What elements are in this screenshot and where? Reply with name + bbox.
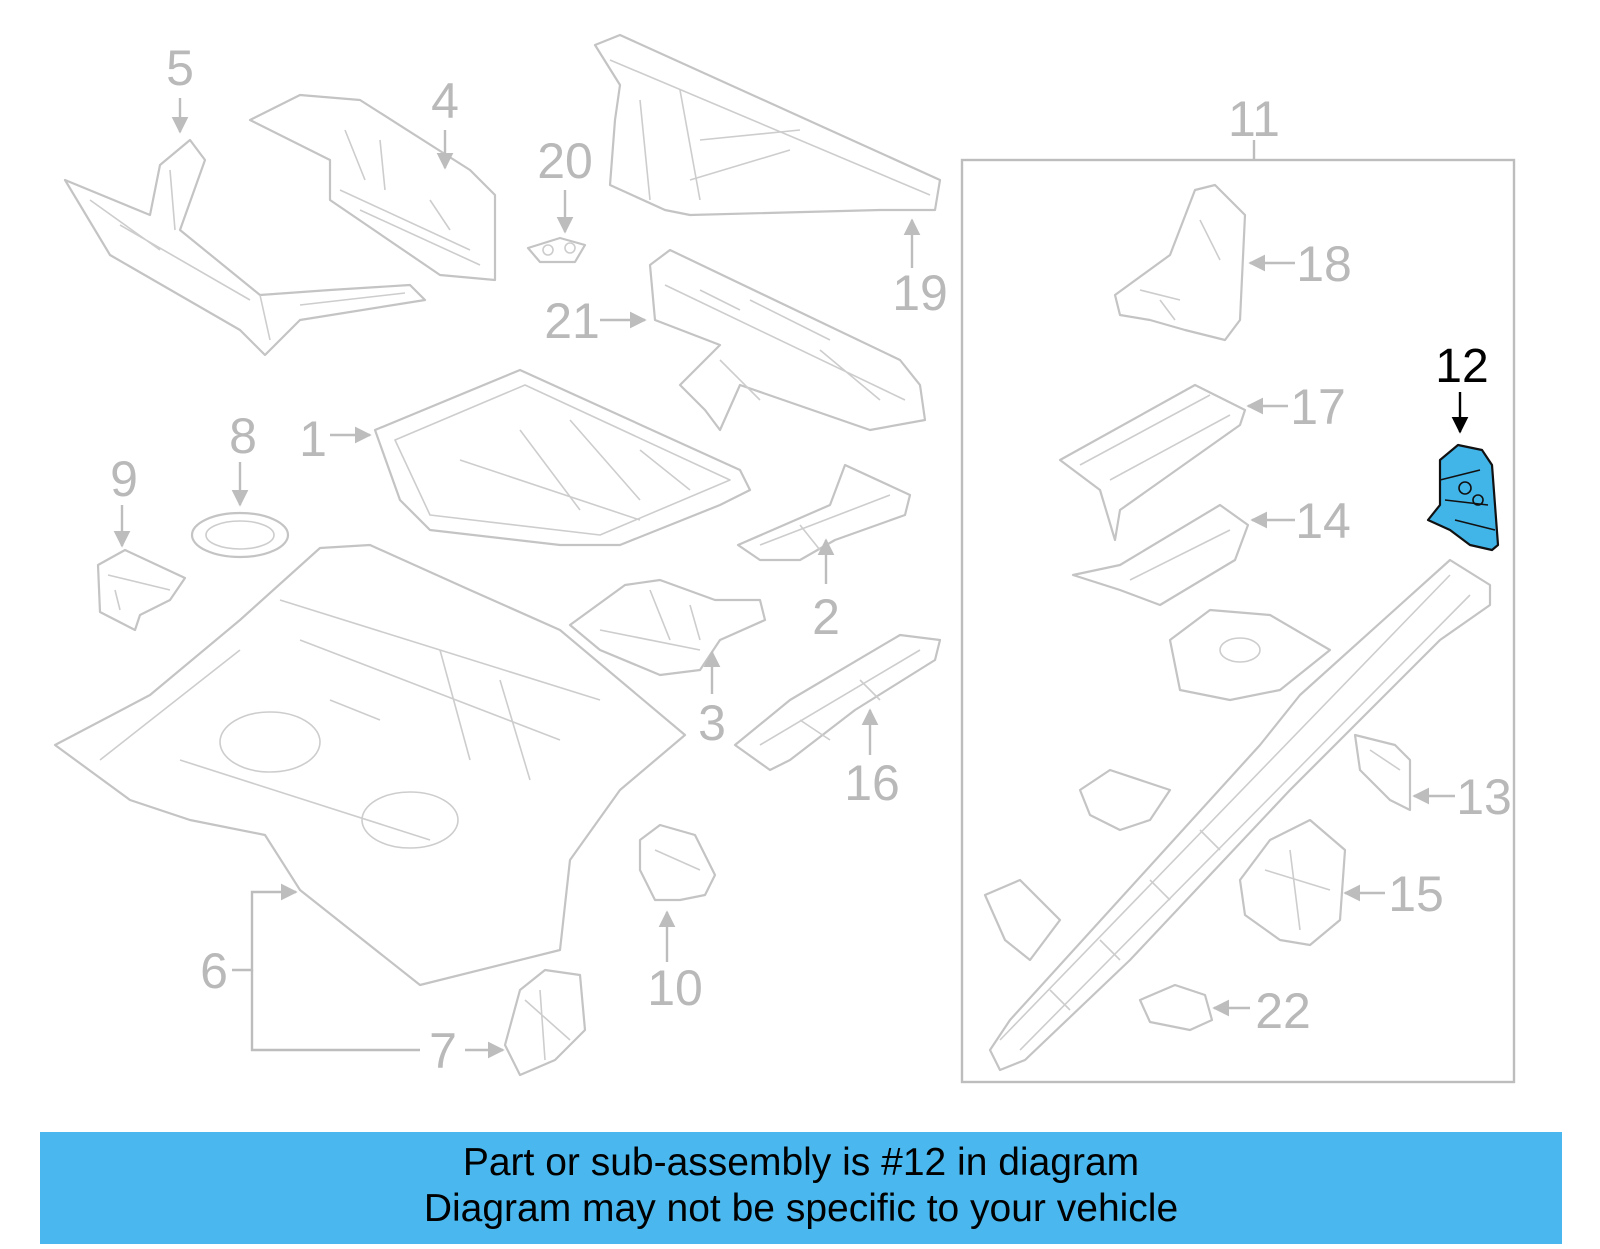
callout-2: 2 bbox=[812, 589, 840, 645]
part-13-bracket bbox=[1353, 733, 1412, 812]
callout-16: 16 bbox=[844, 755, 900, 811]
callout-8: 8 bbox=[229, 408, 257, 464]
callout-15: 15 bbox=[1388, 866, 1444, 922]
callout-20: 20 bbox=[537, 133, 593, 189]
part-12-highlighted-bracket bbox=[1426, 443, 1500, 552]
part-6-rear-floor-pan bbox=[53, 543, 687, 987]
callout-6: 6 bbox=[200, 943, 228, 999]
callout-9: 9 bbox=[110, 451, 138, 507]
callout-5: 5 bbox=[166, 40, 194, 96]
part-19-upper-rail bbox=[593, 33, 942, 217]
part-2-bracket bbox=[736, 463, 912, 562]
callout-1: 1 bbox=[299, 411, 327, 467]
callout-10: 10 bbox=[647, 960, 703, 1016]
part-3-reinforcement bbox=[568, 578, 767, 677]
callout-12-highlighted: 12 bbox=[1435, 340, 1488, 393]
part-20-plug bbox=[526, 236, 587, 264]
part-7-bracket bbox=[503, 968, 587, 1077]
part-5-rear-crossmember bbox=[63, 138, 427, 357]
part-1-spare-tire-pan bbox=[373, 368, 752, 547]
callout-7: 7 bbox=[429, 1023, 457, 1079]
part-10-bracket bbox=[638, 823, 717, 902]
leader-lines bbox=[113, 98, 1469, 1059]
callout-4: 4 bbox=[431, 73, 459, 129]
callout-numbers: 5 4 20 19 21 1 8 9 2 3 16 10 6 7 11 18 1… bbox=[110, 40, 1512, 1079]
callout-3: 3 bbox=[698, 695, 726, 751]
part-22-bracket bbox=[1138, 983, 1214, 1032]
banner-line-2: Diagram may not be specific to your vehi… bbox=[423, 1187, 1179, 1230]
part-9-bracket bbox=[96, 548, 187, 632]
callout-11: 11 bbox=[1228, 91, 1280, 147]
part-11-side-member-assembly bbox=[983, 558, 1492, 1072]
part-15-bracket bbox=[1238, 818, 1347, 947]
callout-13: 13 bbox=[1456, 769, 1512, 825]
part-4-rear-panel bbox=[248, 93, 497, 282]
part-8-grommet bbox=[190, 511, 290, 559]
part-16-floor-member bbox=[733, 633, 942, 772]
info-banner: Part or sub-assembly is #12 in diagram D… bbox=[40, 1132, 1562, 1244]
part-18-reinforcement bbox=[1113, 183, 1247, 342]
part-17-rail bbox=[1058, 383, 1247, 542]
banner-line-1: Part or sub-assembly is #12 in diagram bbox=[462, 1141, 1140, 1184]
part-21-seat-crossmember bbox=[648, 248, 927, 432]
callout-17: 17 bbox=[1290, 379, 1346, 435]
callout-22: 22 bbox=[1255, 983, 1311, 1039]
callout-18: 18 bbox=[1296, 236, 1352, 292]
parts-diagram: 5 4 20 19 21 1 8 9 2 3 16 10 6 7 11 18 1… bbox=[53, 33, 1516, 1084]
group-11-box bbox=[960, 158, 1516, 1084]
callout-14: 14 bbox=[1295, 493, 1351, 549]
callout-19: 19 bbox=[892, 265, 948, 321]
part-14-bracket bbox=[1071, 503, 1250, 607]
callout-21: 21 bbox=[544, 293, 600, 349]
